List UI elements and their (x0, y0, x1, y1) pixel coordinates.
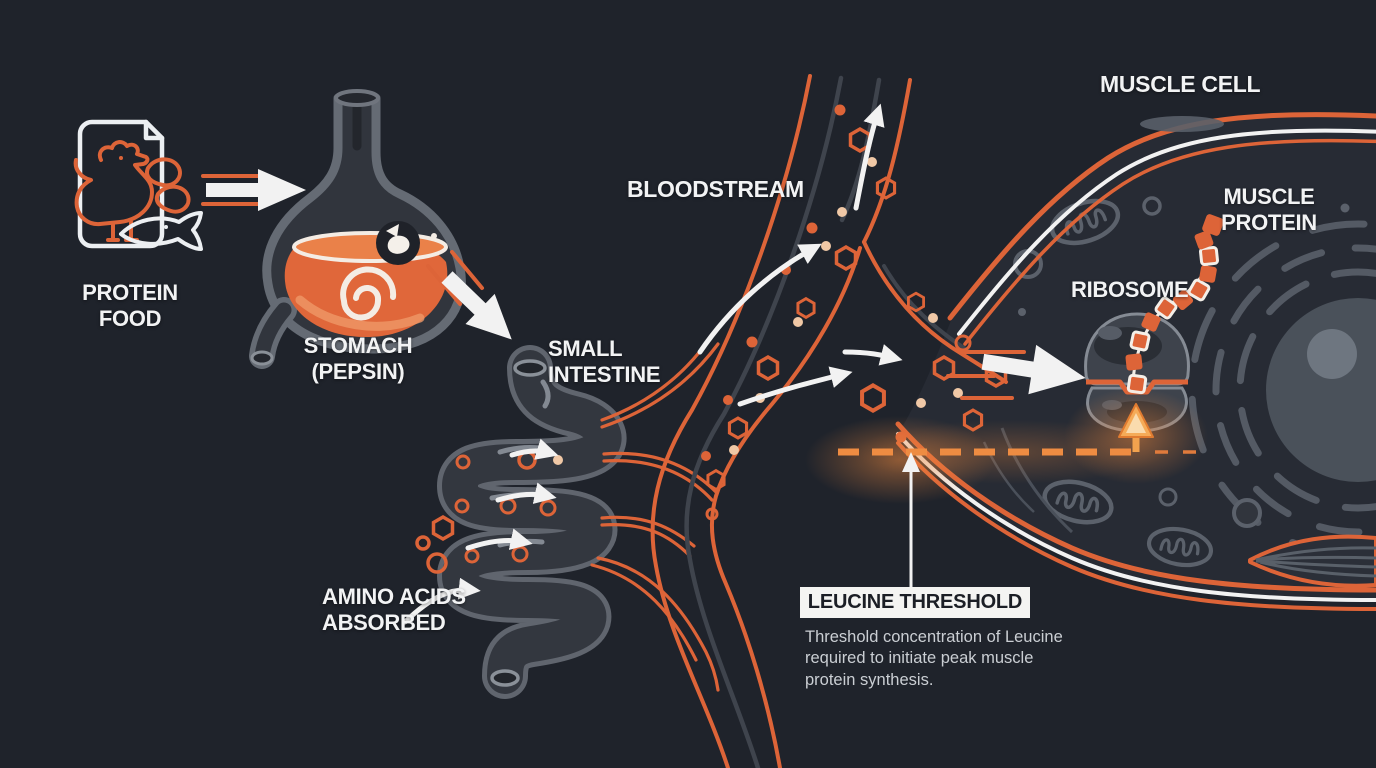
pepsin-enzyme-icon (376, 221, 420, 265)
label-bloodstream: BLOODSTREAM (627, 176, 804, 202)
blood-vessel-icon (650, 74, 1008, 768)
threshold-up-arrow-icon (1118, 403, 1154, 452)
callout-pointer-arrow-icon (902, 452, 920, 588)
chicken-icon (73, 140, 154, 242)
stomach-icon (249, 89, 466, 369)
amino-acid-hexagon-icon (415, 450, 563, 574)
label-amino-acids: AMINO ACIDS ABSORBED (322, 584, 466, 635)
flow-arrow-icon (946, 344, 1086, 400)
nucleus-icon (1188, 220, 1376, 560)
muscle-fiber-icon (1248, 534, 1376, 588)
label-small-intestine: SMALL INTESTINE (548, 336, 661, 387)
leucine-threshold-callout-title: LEUCINE THRESHOLD (800, 587, 1030, 618)
label-muscle-protein: MUSCLE PROTEIN (1221, 184, 1317, 235)
label-protein-food: PROTEIN FOOD (82, 280, 178, 331)
leucine-threshold-callout-description: Threshold concentration of Leucine requi… (805, 628, 1063, 689)
flow-arrow-icon (402, 438, 559, 625)
label-stomach: STOMACH (PEPSIN) (303, 333, 413, 384)
protein-food-card-icon (73, 119, 203, 251)
beans-icon (145, 157, 191, 214)
flow-arrow-icon (201, 169, 306, 211)
label-muscle-cell: MUSCLE CELL (1100, 71, 1261, 97)
flow-arrow-icon (426, 250, 512, 340)
muscle-protein-chain-icon (1125, 213, 1225, 395)
small-intestine-icon (437, 330, 720, 699)
fish-icon (119, 211, 203, 251)
flow-arrow-icon (697, 103, 903, 407)
label-ribosome: RIBOSOME (1071, 277, 1189, 302)
